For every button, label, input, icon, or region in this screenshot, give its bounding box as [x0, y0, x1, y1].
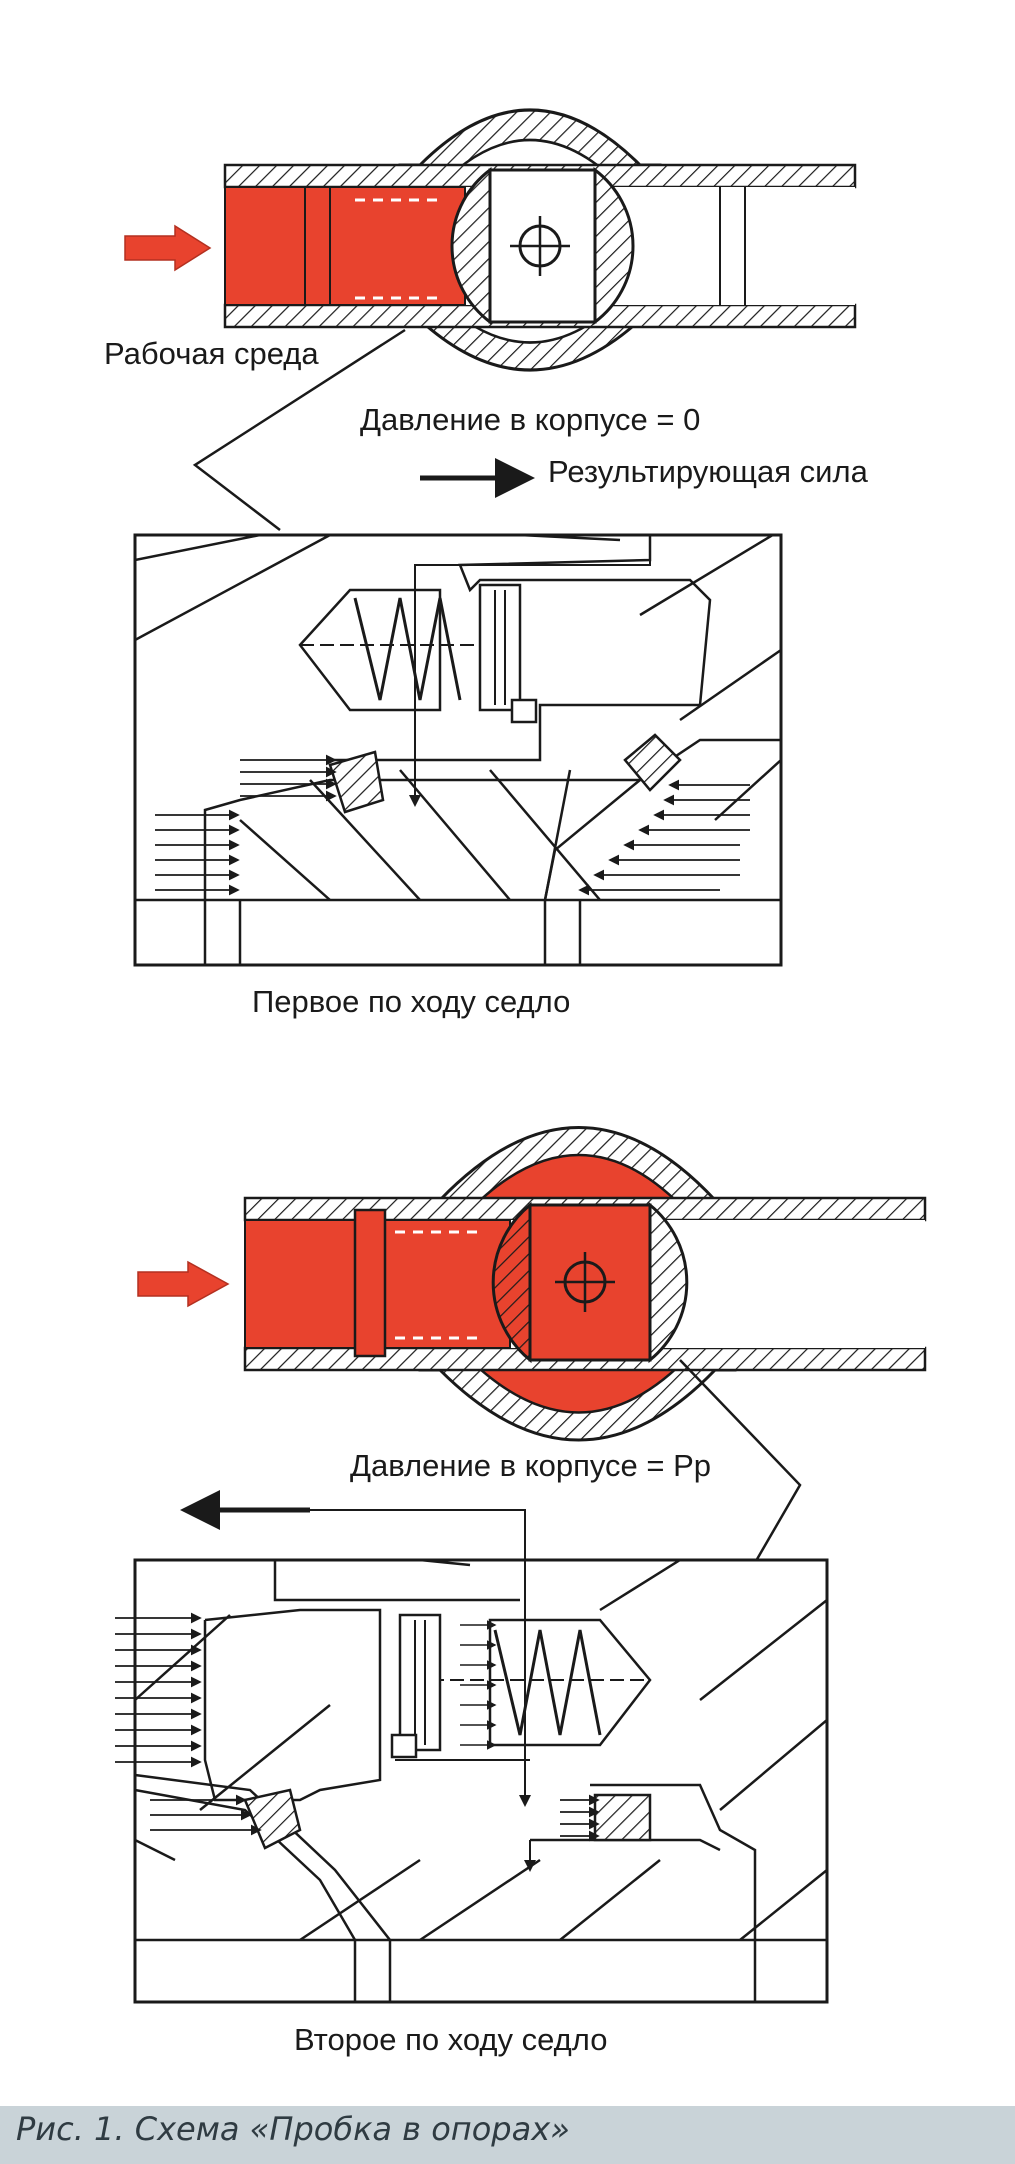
top-pressure-label: Давление в корпусе = 0 [360, 402, 701, 437]
top-valve-body [223, 108, 857, 372]
top-seat-label: Первое по ходу седло [252, 984, 571, 1019]
figure-caption: Рис. 1. Схема «Пробка в опорах» [16, 2110, 570, 2148]
bottom-seat-label: Второе по ходу седло [294, 2022, 608, 2057]
flow-arrow-icon-2 [137, 1260, 230, 1308]
top-seat-detail [133, 533, 783, 967]
bottom-valve-body [243, 1126, 927, 1442]
caption-bar [0, 2106, 1015, 2164]
flow-arrow-icon [124, 224, 212, 272]
top-leader-line [192, 328, 406, 531]
medium-label: Рабочая среда [104, 336, 319, 371]
bottom-pressure-label: Давление в корпусе = Рр [350, 1448, 712, 1483]
bottom-leader-line [679, 1359, 802, 1581]
bottom-seat-detail [115, 1509, 829, 2004]
force-label: Результирующая сила [548, 454, 868, 489]
